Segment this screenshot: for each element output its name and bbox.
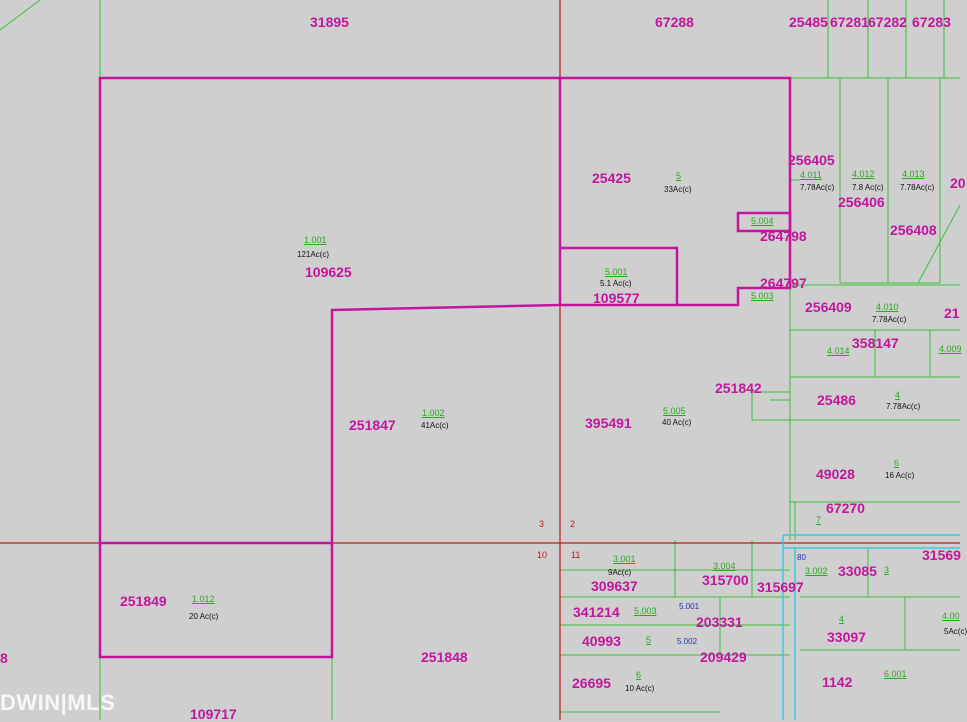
parcel-id-395491[interactable]: 395491 xyxy=(585,415,632,431)
parcel-id-33085[interactable]: 33085 xyxy=(838,563,877,579)
parcel-id-256405[interactable]: 256405 xyxy=(788,152,835,168)
parcel-id-309637[interactable]: 309637 xyxy=(591,578,638,594)
acreage-121: 121Ac(c) xyxy=(297,250,330,259)
parcel-number-4-00[interactable]: 4.00 xyxy=(942,611,960,621)
parcel-id-264798[interactable]: 264798 xyxy=(760,228,807,244)
parcel-id-251842[interactable]: 251842 xyxy=(715,380,762,396)
acreage-41: 41Ac(c) xyxy=(421,421,449,430)
parcel-number-4-014[interactable]: 4.014 xyxy=(827,346,850,356)
parcel-number-5-005[interactable]: 5.005 xyxy=(663,406,686,416)
parcel-id-264797[interactable]: 264797 xyxy=(760,275,807,291)
parcel-number-1-012[interactable]: 1.012 xyxy=(192,594,215,604)
parcel-number-5-003-top[interactable]: 5.003 xyxy=(751,291,774,301)
parcel-id-26695[interactable]: 26695 xyxy=(572,675,611,691)
parcel-id-256409[interactable]: 256409 xyxy=(805,299,852,315)
parcel-number-4-010[interactable]: 4.010 xyxy=(876,302,899,312)
parcel-id-40993[interactable]: 40993 xyxy=(582,633,621,649)
parcel-id-25485[interactable]: 25485 xyxy=(789,14,828,30)
parcel-id-315700[interactable]: 315700 xyxy=(702,572,749,588)
parcel-number-3-001[interactable]: 3.001 xyxy=(613,554,636,564)
parcel-id-341214[interactable]: 341214 xyxy=(573,604,620,620)
parcel-id-251849[interactable]: 251849 xyxy=(120,593,167,609)
parcel-id-67282[interactable]: 67282 xyxy=(868,14,907,30)
parcel-number-5-001[interactable]: 5.001 xyxy=(605,267,628,277)
parcel-id-256408[interactable]: 256408 xyxy=(890,222,937,238)
acreage-20: 20 Ac(c) xyxy=(189,612,219,621)
parcel-id-109625[interactable]: 109625 xyxy=(305,264,352,280)
parcel-number-5-bottom[interactable]: 5 xyxy=(646,635,652,645)
parcel-id-67270[interactable]: 67270 xyxy=(826,500,865,516)
parcel-number-4-009[interactable]: 4.009 xyxy=(939,344,962,354)
acreage-10: 10 Ac(c) xyxy=(625,684,655,693)
parcel-id-315697[interactable]: 315697 xyxy=(757,579,804,595)
parcel-number-1-002[interactable]: 1.002 xyxy=(422,408,445,418)
parcel-id-31895[interactable]: 31895 xyxy=(310,14,349,30)
parcel-number-3-002[interactable]: 3.002 xyxy=(805,566,828,576)
parcel-number-5-003-bottom[interactable]: 5.003 xyxy=(634,606,657,616)
parcel-number-6-bottom[interactable]: 6 xyxy=(636,670,642,680)
parcel-id-109577[interactable]: 109577 xyxy=(593,290,640,306)
parcel-number-7[interactable]: 7 xyxy=(816,515,822,525)
acreage-7-78-a: 7.78Ac(c) xyxy=(800,183,835,192)
parcel-id-8[interactable]: 8 xyxy=(0,650,8,666)
parcel-id-33097[interactable]: 33097 xyxy=(827,629,866,645)
parcel-id-67288[interactable]: 67288 xyxy=(655,14,694,30)
section-number-10: 10 xyxy=(537,550,548,560)
parcel-id-49028[interactable]: 49028 xyxy=(816,466,855,482)
acreage-40: 40 Ac(c) xyxy=(662,418,692,427)
acreage-7-78-b: 7.78Ac(c) xyxy=(900,183,935,192)
parcel-number-3[interactable]: 3 xyxy=(884,565,890,575)
acreage-7-8: 7.8 Ac(c) xyxy=(852,183,884,192)
parcel-number-4-011[interactable]: 4.011 xyxy=(800,170,822,180)
parcel-id-21[interactable]: 21 xyxy=(944,305,960,321)
parcel-id-31569[interactable]: 31569 xyxy=(922,547,961,563)
parcel-number-5-004[interactable]: 5.004 xyxy=(751,216,774,226)
highlighted-parcel-boundary xyxy=(98,76,792,659)
road-lines xyxy=(782,534,960,720)
parcel-number-6[interactable]: 6 xyxy=(894,458,900,468)
blue-label-5-002: 5.002 xyxy=(677,637,698,646)
parcel-number-4-012[interactable]: 4.012 xyxy=(852,169,875,179)
parcel-id-256406[interactable]: 256406 xyxy=(838,194,885,210)
acreage-33: 33Ac(c) xyxy=(664,185,692,194)
parcel-number-5[interactable]: 5 xyxy=(676,171,682,181)
parcel-id-251848[interactable]: 251848 xyxy=(421,649,468,665)
parcel-id-109717[interactable]: 109717 xyxy=(190,706,237,722)
parcel-id-20[interactable]: 20 xyxy=(950,175,966,191)
section-number-11: 11 xyxy=(571,550,581,560)
parcel-number-6-001[interactable]: 6.001 xyxy=(884,669,907,679)
parcel-number-1-001[interactable]: 1.001 xyxy=(304,235,327,245)
acreage-9: 9Ac(c) xyxy=(608,568,632,577)
blue-label-80: 80 xyxy=(797,553,806,562)
acreage-5-1: 5.1 Ac(c) xyxy=(600,279,632,288)
parcel-id-209429[interactable]: 209429 xyxy=(700,649,747,665)
acreage-16: 16 Ac(c) xyxy=(885,471,915,480)
parcel-number-4[interactable]: 4 xyxy=(895,390,901,400)
mls-watermark: DWIN|MLS xyxy=(0,690,116,715)
parcel-id-1142[interactable]: 1142 xyxy=(822,674,853,690)
section-number-2: 2 xyxy=(570,519,576,529)
parcel-id-67283[interactable]: 67283 xyxy=(912,14,951,30)
section-number-3: 3 xyxy=(539,519,545,529)
parcel-id-67281[interactable]: 67281 xyxy=(830,14,869,30)
acreage-5: 5Ac(c) xyxy=(944,627,967,636)
parcel-number-3-004[interactable]: 3.004 xyxy=(713,561,736,571)
parcel-number-4-013[interactable]: 4.013 xyxy=(902,169,925,179)
parcel-id-25425[interactable]: 25425 xyxy=(592,170,631,186)
blue-label-5-001: 5.001 xyxy=(679,602,700,611)
parcel-id-203331[interactable]: 203331 xyxy=(696,614,743,630)
parcel-id-251847[interactable]: 251847 xyxy=(349,417,396,433)
acreage-7-78-c: 7.78Ac(c) xyxy=(872,315,907,324)
acreage-7-78-d: 7.78Ac(c) xyxy=(886,402,921,411)
parcel-number-4-bottom[interactable]: 4 xyxy=(839,614,845,624)
parcel-id-25486[interactable]: 25486 xyxy=(817,392,856,408)
parcel-id-358147[interactable]: 358147 xyxy=(852,335,899,351)
